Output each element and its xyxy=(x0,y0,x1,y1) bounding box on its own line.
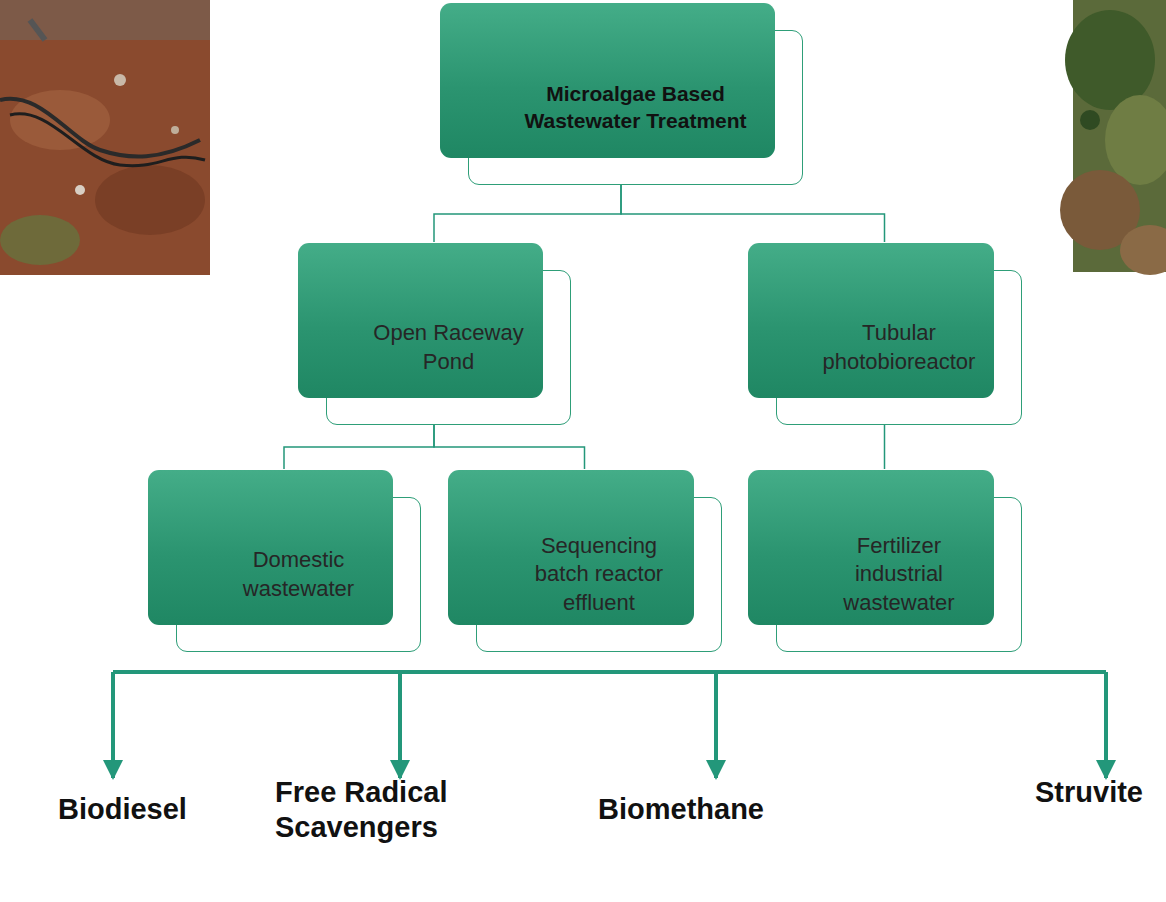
left-photo xyxy=(0,0,210,275)
tree-connector xyxy=(884,425,886,469)
box-label: Domestic wastewater xyxy=(209,546,389,602)
tree-connector xyxy=(621,185,885,242)
output-label: Free Radical Scavengers xyxy=(275,775,495,845)
process-box: Domestic wastewater xyxy=(176,497,421,652)
box-label: Open Raceway Pond xyxy=(349,319,549,375)
process-box: Fertilizer industrial wastewater xyxy=(776,497,1022,652)
box-label: Sequencing batch reactor effluent xyxy=(512,532,687,616)
process-box: Sequencing batch reactor effluent xyxy=(476,497,722,652)
output-label: Biodiesel xyxy=(58,792,187,827)
box-back-panel xyxy=(440,3,775,158)
right-photo xyxy=(1060,0,1166,275)
output-bracket xyxy=(113,672,1106,778)
box-label: Microalgae Based Wastewater Treatment xyxy=(506,81,766,135)
tree-connector xyxy=(434,185,621,242)
process-box: Tubular photobioreactor xyxy=(776,270,1022,425)
tree-connector xyxy=(284,425,434,469)
tree-connector xyxy=(434,425,585,469)
box-label: Fertilizer industrial wastewater xyxy=(814,532,984,616)
output-label: Struvite xyxy=(1035,775,1143,810)
process-box: Microalgae Based Wastewater Treatment xyxy=(468,30,803,185)
box-label: Tubular photobioreactor xyxy=(799,319,999,375)
output-label: Biomethane xyxy=(598,792,764,827)
process-box: Open Raceway Pond xyxy=(326,270,571,425)
